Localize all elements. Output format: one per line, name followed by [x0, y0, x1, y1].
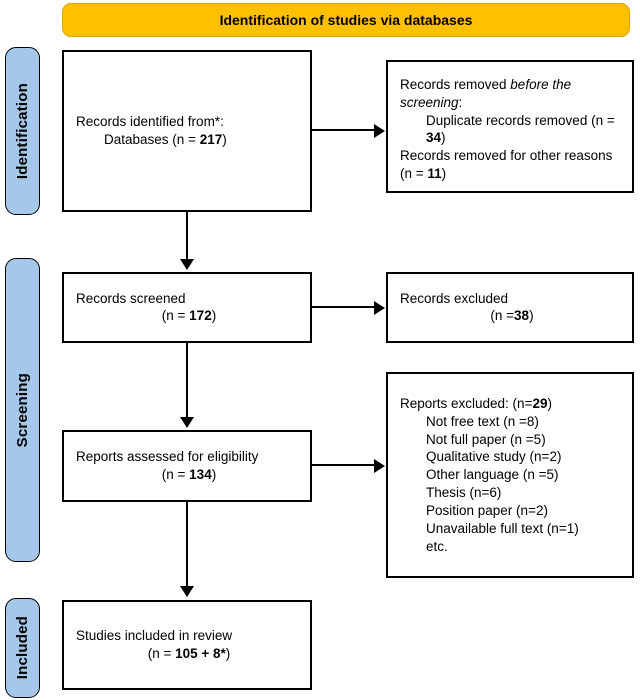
exclusion-reason-item: Not free text (n =8) [426, 413, 539, 429]
node-records-excluded: Records excluded (n =38) [386, 272, 634, 343]
exclusion-reason-item: etc. [426, 538, 448, 554]
arrow-right-icon [374, 124, 385, 138]
arrow-down-icon [180, 586, 194, 597]
records-removed-heading-italic: before the screening [400, 77, 572, 110]
stage-label-included-text: Included [14, 616, 31, 680]
exclusion-reason-item: Not full paper (n =5) [426, 431, 546, 447]
connector-screened-to-assessed [186, 343, 188, 419]
node-studies-included: Studies included in review (n = 105 + 8*… [62, 600, 312, 690]
studies-included-line2: (n = 105 + 8*) [147, 646, 231, 661]
records-screened-line1: Records screened [76, 290, 186, 306]
exclusion-reason-item: Other language (n =5) [426, 467, 559, 483]
stage-label-included: Included [5, 598, 40, 698]
exclusion-reason-item: Qualitative study (n=2) [426, 449, 562, 465]
records-removed-item-duplicates: Duplicate records removed (n = 34) [426, 112, 615, 146]
records-identified-line1: Records identified from*: [76, 114, 224, 130]
records-excluded-line2: (n =38) [490, 308, 534, 324]
diagram-title-text: Identification of studies via databases [219, 12, 473, 28]
node-records-screened: Records screened (n = 172) [62, 272, 312, 343]
connector-identified-to-removed [312, 129, 375, 131]
reports-assessed-line1: Reports assessed for eligibility [76, 449, 259, 465]
node-records-removed: Records removed before the screening: Du… [386, 60, 634, 193]
stage-label-screening: Screening [5, 258, 40, 562]
reports-assessed-line2: (n = 134) [161, 467, 217, 482]
records-identified-line2: Databases (n = 217) [104, 132, 227, 147]
exclusion-reason-item: Unavailable full text (n=1) [426, 520, 579, 536]
stage-label-screening-text: Screening [14, 372, 31, 448]
records-removed-heading: Records removed before the screening: [400, 77, 572, 110]
arrow-right-icon [374, 301, 385, 315]
arrow-down-icon [180, 417, 194, 428]
reports-assessed-count: 134 [189, 467, 212, 482]
stage-label-identification-text: Identification [14, 82, 31, 180]
reports-excluded-heading: Reports excluded: (n=29) [400, 395, 552, 411]
other-reasons-count: 11 [427, 166, 442, 182]
node-reports-excluded: Reports excluded: (n=29) Not free text (… [386, 372, 634, 578]
records-excluded-count: 38 [514, 308, 530, 324]
records-removed-item-other: Records removed for other reasons (n = 1… [400, 148, 613, 182]
reports-excluded-count: 29 [532, 395, 548, 411]
node-reports-assessed: Reports assessed for eligibility (n = 13… [62, 430, 312, 502]
connector-assessed-to-reports-excluded [312, 464, 375, 466]
exclusion-reason-item: Thesis (n=6) [426, 484, 502, 500]
arrow-right-icon [374, 459, 385, 473]
stage-label-identification: Identification [5, 47, 40, 215]
connector-screened-to-excluded [312, 306, 375, 308]
records-screened-count: 172 [189, 308, 212, 324]
duplicate-records-count: 34 [426, 130, 442, 146]
records-screened-line2: (n = 172) [161, 308, 217, 324]
connector-identified-to-screened [186, 212, 188, 261]
connector-assessed-to-included [186, 502, 188, 588]
records-identified-count: 217 [199, 132, 223, 147]
records-excluded-line1: Records excluded [400, 290, 509, 306]
studies-included-line1: Studies included in review [76, 628, 233, 644]
diagram-title-banner: Identification of studies via databases [62, 3, 630, 37]
exclusion-reason-item: Position paper (n=2) [426, 502, 548, 518]
node-records-identified: Records identified from*: Databases (n =… [62, 50, 312, 212]
arrow-down-icon [180, 259, 194, 270]
studies-included-count: 105 + 8* [175, 646, 226, 661]
